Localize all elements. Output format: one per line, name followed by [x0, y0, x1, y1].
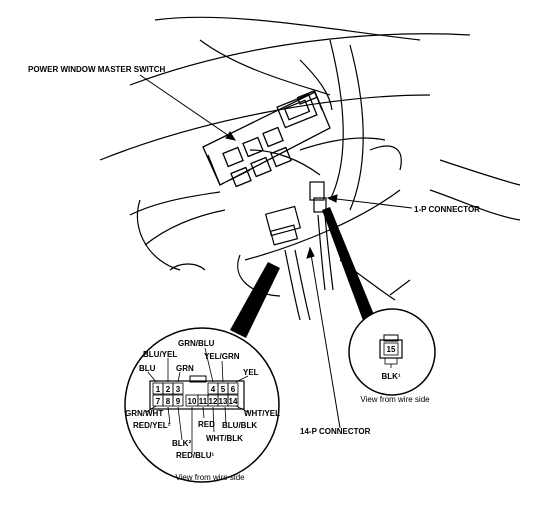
pin-7: 7 — [156, 397, 161, 406]
wire-wht-blk: WHT/BLK — [206, 434, 243, 443]
connector-1p-detail: 15 BLK¹ — [348, 308, 436, 396]
wire-wht-yel: WHT/YEL — [244, 409, 280, 418]
pin-grid-top — [152, 382, 239, 395]
pin-6: 6 — [231, 385, 236, 394]
one-p-connector-label: 1-P CONNECTOR — [414, 205, 480, 214]
pin-5: 5 — [221, 385, 226, 394]
wire-grn-blu: GRN/BLU — [178, 339, 215, 348]
leader-lines — [139, 74, 413, 429]
wire-grn-wht: GRN/WHT — [125, 409, 163, 418]
connector-14p-detail: 1 2 3 4 5 6 7 8 9 10 11 12 13 14 — [124, 327, 280, 483]
callout-wedge-1p — [322, 207, 377, 326]
pin-3: 3 — [176, 385, 181, 394]
wire-blk-1p: BLK¹ — [381, 372, 400, 381]
pin-2: 2 — [166, 385, 171, 394]
wire-red: RED — [198, 420, 215, 429]
master-switch-unit — [202, 90, 331, 188]
door-harness — [264, 181, 334, 321]
wire-yel: YEL — [243, 368, 259, 377]
pin-1: 1 — [156, 385, 161, 394]
pin-9: 9 — [176, 397, 181, 406]
fourteen-p-connector-label: 14-P CONNECTOR — [300, 427, 371, 436]
connector-1p-caption: View from wire side — [360, 395, 430, 404]
pin-8: 8 — [166, 397, 171, 406]
wire-red-blu: RED/BLU¹ — [176, 451, 215, 460]
wire-blu-yel: BLU/YEL — [143, 350, 177, 359]
master-switch-label: POWER WINDOW MASTER SWITCH — [28, 65, 166, 74]
wire-red-yel: RED/YEL¹ — [133, 421, 171, 430]
pin-grid-bottom — [152, 394, 239, 407]
callout-wedge-14p — [230, 262, 280, 338]
wire-blu: BLU — [139, 364, 156, 373]
pin-15: 15 — [387, 345, 396, 354]
pin-13: 13 — [219, 397, 228, 406]
pin-12: 12 — [209, 397, 218, 406]
door-panel-artwork — [99, 16, 521, 301]
pin-10: 10 — [188, 397, 197, 406]
pin-wire-leaders — [145, 347, 249, 453]
wire-blk: BLK² — [172, 439, 191, 448]
wire-grn: GRN — [176, 364, 194, 373]
pin-14: 14 — [229, 397, 238, 406]
connector-14p-caption: View from wire side — [175, 473, 245, 482]
wire-yel-grn: YEL/GRN — [204, 352, 240, 361]
pin-11: 11 — [199, 397, 208, 406]
pin-4: 4 — [211, 385, 216, 394]
wire-blu-blk: BLU/BLK — [222, 421, 257, 430]
